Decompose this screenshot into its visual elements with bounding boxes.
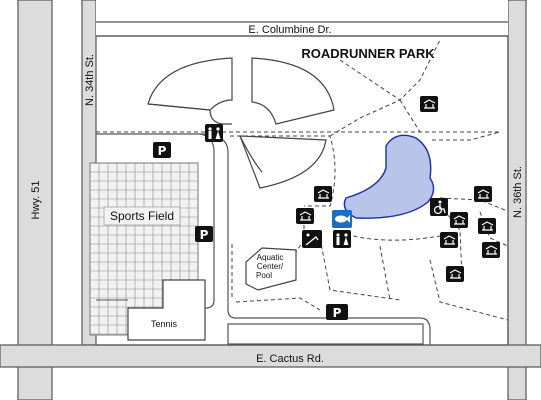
picnic-ramada-icon bbox=[440, 232, 458, 248]
picnic-ramada-icon bbox=[450, 212, 468, 228]
fishing-icon bbox=[332, 210, 352, 228]
south-parking-lot bbox=[227, 323, 424, 345]
sports-field-label: Sports Field bbox=[110, 209, 174, 223]
restroom-icon bbox=[205, 124, 223, 142]
parking-symbol-north: P bbox=[153, 142, 171, 158]
aquatic-label-line1: Aquatic bbox=[257, 253, 284, 262]
aquatic-label-line3: Pool bbox=[256, 271, 272, 280]
svg-text:P: P bbox=[200, 228, 209, 242]
svg-text:P: P bbox=[333, 306, 342, 320]
n-34th-label: N. 34th St. bbox=[84, 54, 96, 106]
svg-text:P: P bbox=[158, 144, 167, 158]
wheelchair-icon bbox=[430, 198, 448, 216]
playground-icon bbox=[302, 230, 322, 248]
picnic-ramada-icon bbox=[420, 96, 438, 112]
picnic-ramadas bbox=[296, 96, 500, 282]
picnic-ramada-icon bbox=[478, 218, 496, 234]
picnic-ramada-icon bbox=[446, 266, 464, 282]
restroom-icon bbox=[333, 230, 351, 248]
hwy-51-road bbox=[17, 0, 53, 400]
ball-field-ne bbox=[251, 57, 335, 125]
parking-symbol-south: P bbox=[326, 304, 348, 320]
columbine-label: E. Columbine Dr. bbox=[248, 24, 331, 36]
lake bbox=[343, 134, 435, 219]
aquatic-label-line2: Center/ bbox=[257, 262, 284, 271]
aquatic-center-building bbox=[245, 247, 297, 291]
picnic-ramada-icon bbox=[474, 186, 492, 202]
parking-symbol-west: P bbox=[195, 226, 213, 242]
tennis-label: Tennis bbox=[151, 319, 178, 329]
ball-field-nw bbox=[147, 57, 233, 111]
picnic-ramada-icon bbox=[314, 186, 332, 202]
picnic-ramada-icon bbox=[296, 208, 314, 224]
tennis-courts bbox=[127, 279, 206, 341]
hwy-51-label: Hwy. 51 bbox=[30, 181, 42, 220]
ball-fields bbox=[147, 57, 335, 189]
n-36th-label: N. 36th St. bbox=[512, 166, 524, 218]
cactus-label: E. Cactus Rd. bbox=[256, 353, 324, 365]
park-title: ROADRUNNER PARK bbox=[301, 46, 435, 61]
picnic-ramada-icon bbox=[482, 242, 500, 258]
ball-field-center bbox=[239, 135, 327, 189]
park-boundary bbox=[96, 35, 509, 346]
